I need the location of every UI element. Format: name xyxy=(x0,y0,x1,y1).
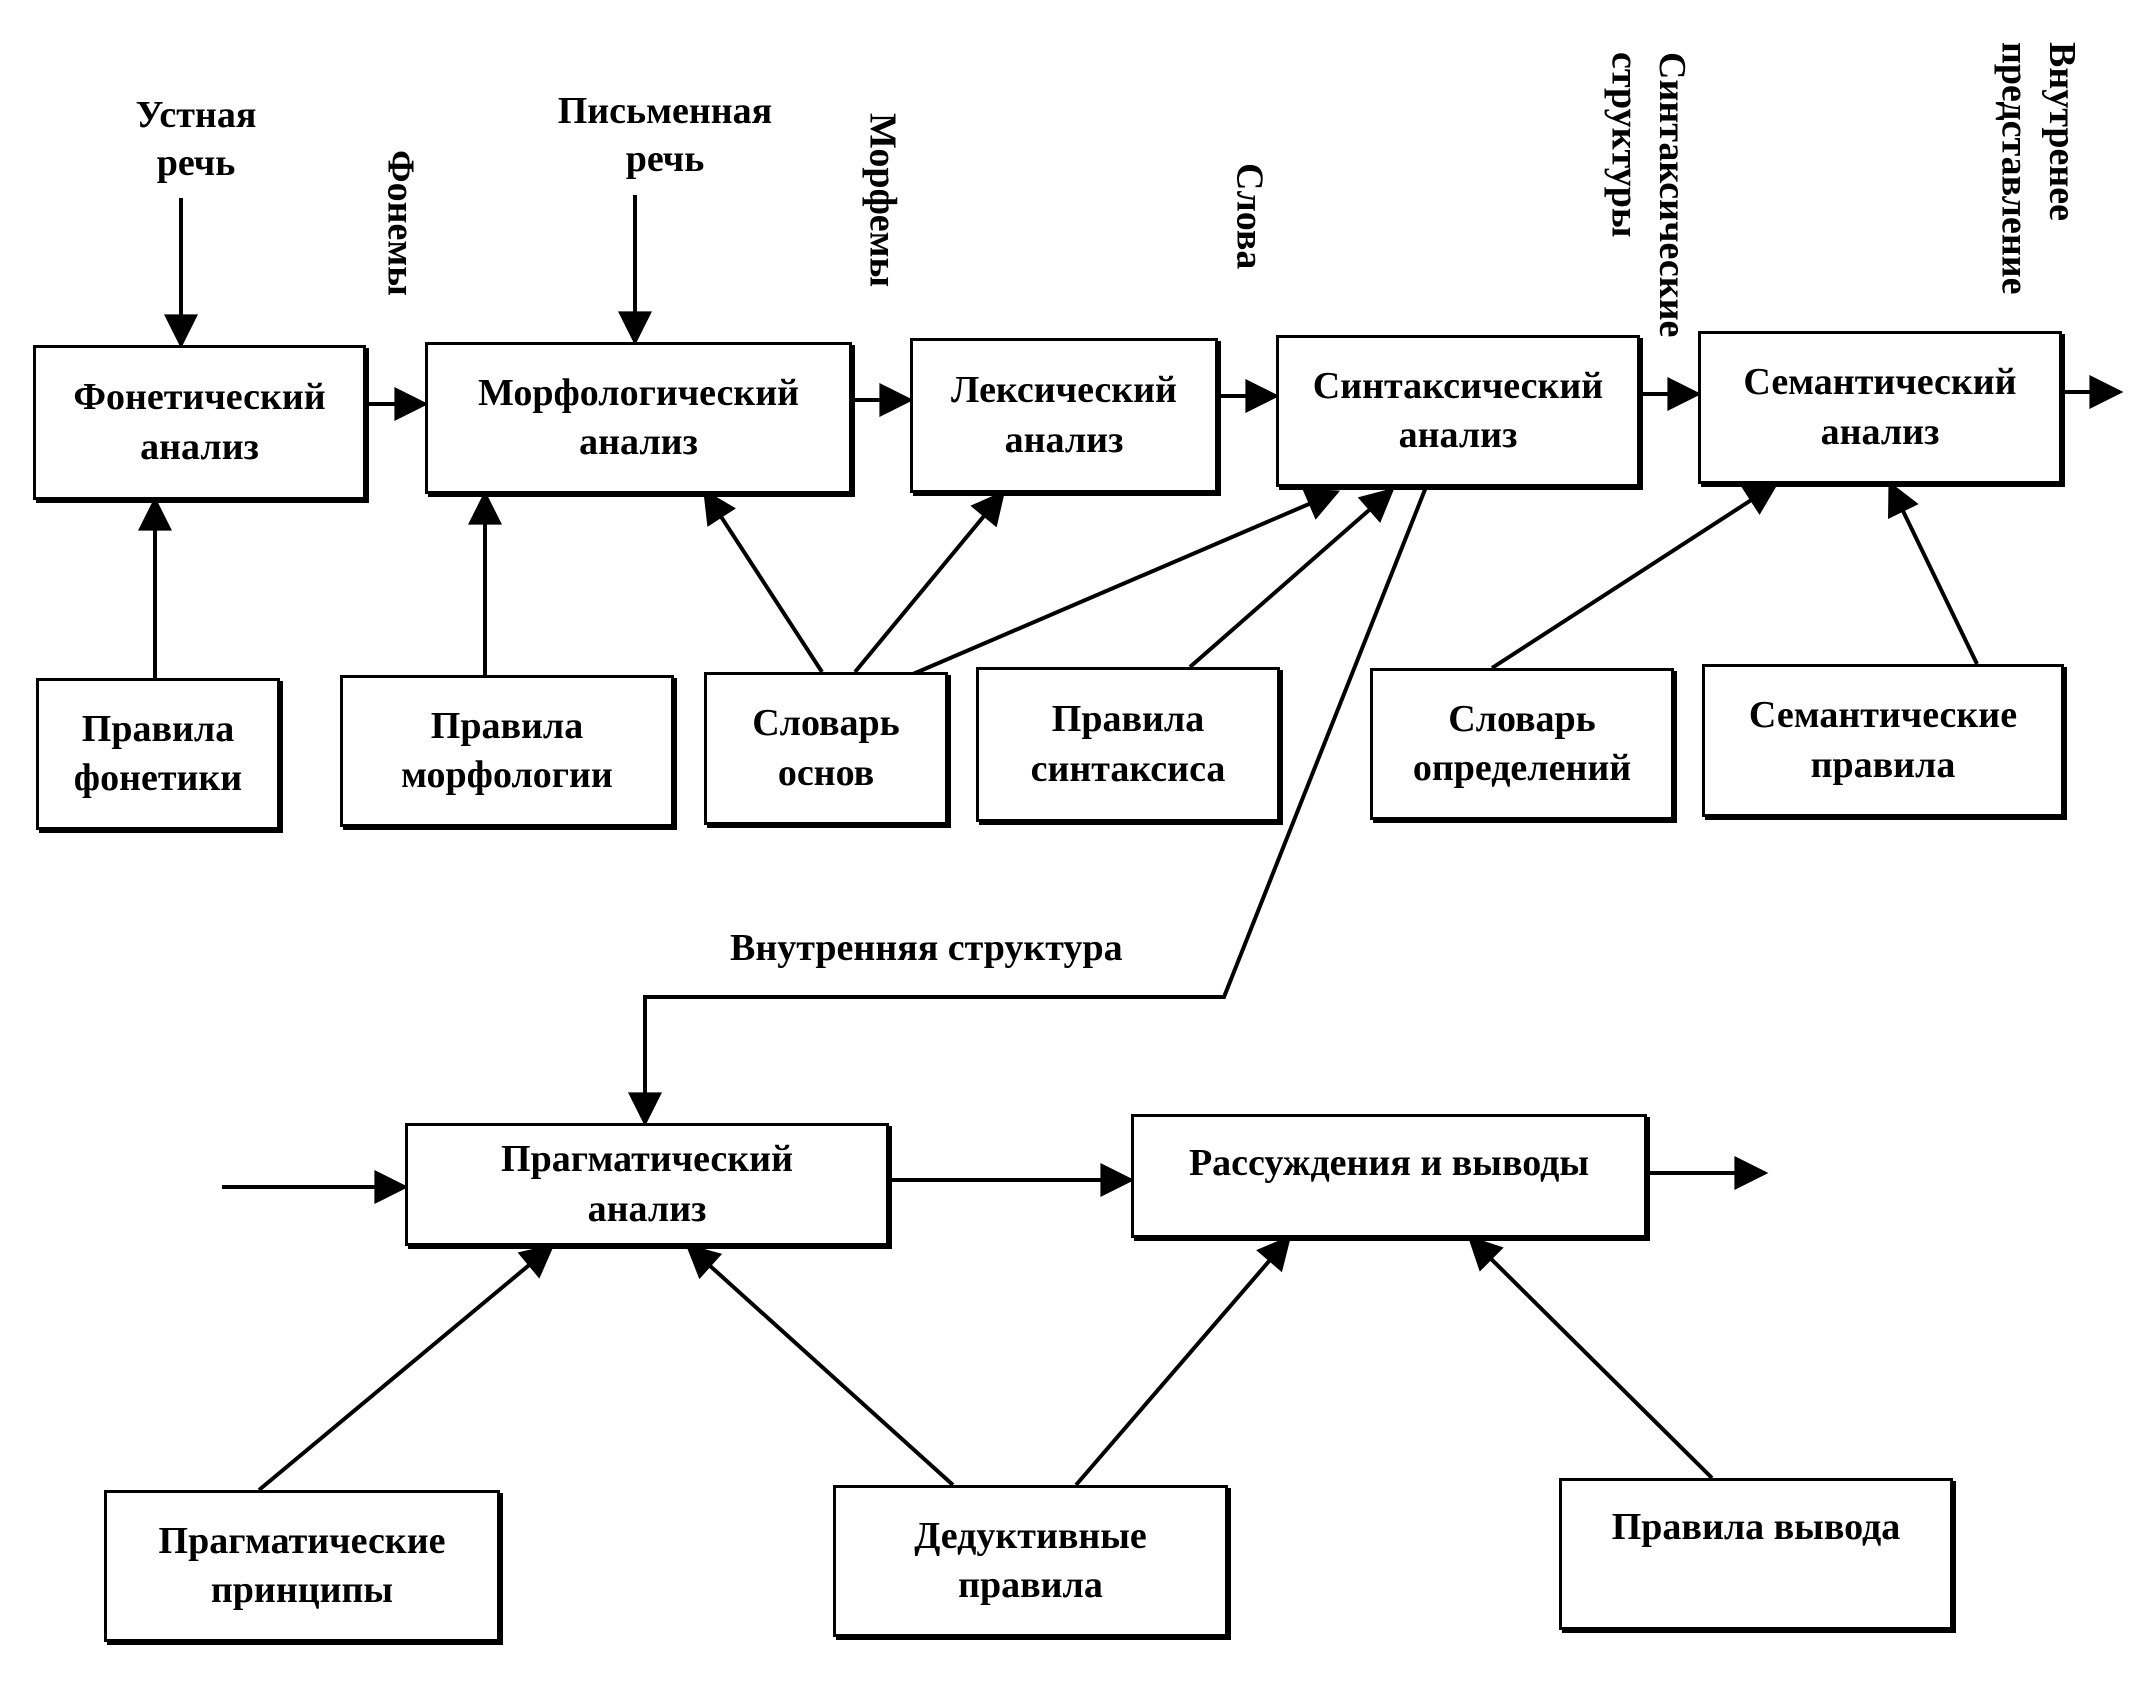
phonetics-rules-box: Правила фонетики xyxy=(36,678,280,830)
pragmatic-analysis-label: Прагматический анализ xyxy=(501,1138,793,1230)
definitions-dictionary-label: Словарь определений xyxy=(1412,697,1632,789)
arrow-semantic-rules-to-semantic xyxy=(1888,480,1979,665)
arrow-definitions-to-semantic xyxy=(1490,482,1779,670)
arrow-deductive-to-pragmatic xyxy=(685,1243,955,1487)
arrow-dictionary-to-syntactic xyxy=(912,488,1341,676)
semantic-rules-box: Семантические правила xyxy=(1702,664,2064,817)
arrow-dictionary-to-morphological xyxy=(703,489,824,674)
semantic-rules-label: Семантические правила xyxy=(1748,694,2018,786)
words-label: Слова xyxy=(1228,163,1271,270)
deductive-rules-label: Дедуктивные правила xyxy=(914,1514,1147,1606)
arrow-dictionary-to-lexical xyxy=(853,490,1006,674)
semantic-analysis-label: Семантический анализ xyxy=(1743,361,2017,453)
internal-representation-label: Внутренее представление xyxy=(1993,42,2084,295)
syntactic-analysis-label: Синтаксический анализ xyxy=(1312,364,1604,456)
syntax-rules-label: Правила синтаксиса xyxy=(1030,698,1226,790)
morphemes-label: Морфемы xyxy=(861,113,904,288)
arrow-internal-structure xyxy=(628,486,1428,1127)
syntactic-analysis-box: Синтаксический анализ xyxy=(1276,335,1640,487)
pragmatic-principles-box: Прагматические принципы xyxy=(104,1490,500,1642)
inference-rules-label: Правила вывода xyxy=(1611,1506,1901,1548)
phonetic-analysis-box: Фонетический анализ xyxy=(33,345,366,500)
lexical-analysis-label: Лексический анализ xyxy=(951,369,1177,461)
reasoning-label: Рассуждения и выводы xyxy=(1188,1142,1590,1184)
oral-speech-label: Устная речь xyxy=(135,94,257,184)
pragmatic-analysis-box: Прагматический анализ xyxy=(405,1123,889,1246)
pragmatic-principles-label: Прагматические принципы xyxy=(158,1519,446,1611)
stem-dictionary-box: Словарь основ xyxy=(704,672,948,825)
phonetics-rules-label: Правила фонетики xyxy=(73,707,243,799)
definitions-dictionary-box: Словарь определений xyxy=(1370,668,1674,820)
written-speech-label: Письменная речь xyxy=(557,90,773,180)
morphological-analysis-label: Морфологический анализ xyxy=(477,371,800,463)
phonetic-analysis-label: Фонетический анализ xyxy=(73,376,326,468)
morphology-rules-box: Правила морфологии xyxy=(340,675,674,827)
arrow-syntax-rules-to-syntactic xyxy=(1188,487,1395,669)
arrow-principles-to-pragmatic xyxy=(257,1243,555,1492)
inference-rules-box: Правила вывода xyxy=(1559,1478,1953,1630)
internal-structure-label: Внутренняя структура xyxy=(730,927,1123,969)
phonemes-label: Фонемы xyxy=(379,150,422,296)
lexical-analysis-box: Лексический анализ xyxy=(910,338,1218,493)
arrow-inference-rules-to-reasoning xyxy=(1467,1235,1714,1480)
arrow-deductive-to-reasoning xyxy=(1074,1235,1292,1487)
morphology-rules-label: Правила морфологии xyxy=(401,704,613,796)
morphological-analysis-box: Морфологический анализ xyxy=(425,342,852,494)
reasoning-box: Рассуждения и выводы xyxy=(1131,1114,1647,1238)
semantic-analysis-box: Семантический анализ xyxy=(1698,331,2062,484)
stem-dictionary-label: Словарь основ xyxy=(752,702,900,794)
syntax-rules-box: Правила синтаксиса xyxy=(976,667,1280,822)
deductive-rules-box: Дедуктивные правила xyxy=(833,1485,1228,1637)
syntactic-structures-label: Синтаксические структуры xyxy=(1603,52,1694,338)
